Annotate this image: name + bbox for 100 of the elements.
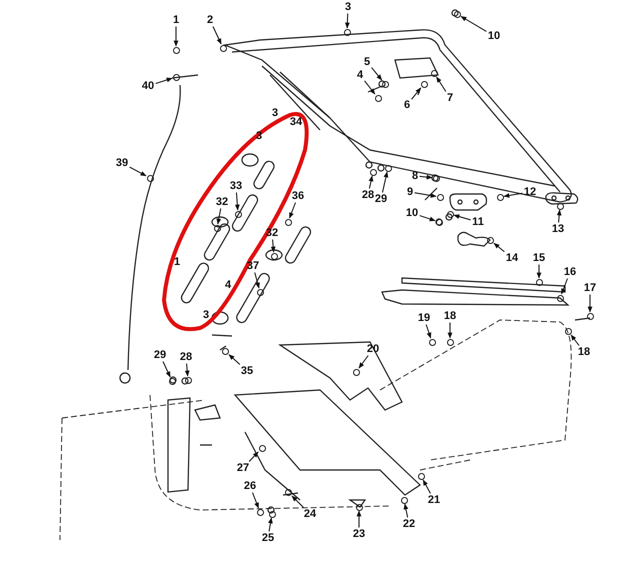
washer-part: [384, 164, 392, 172]
leader-line: [252, 492, 259, 509]
washer-part: [436, 218, 442, 226]
washer-part: [418, 472, 424, 480]
washer-part: [172, 74, 180, 80]
washer-part: [352, 368, 360, 376]
leader-line: [358, 355, 369, 368]
callout-number: 36: [290, 190, 306, 202]
leader-line: [494, 242, 505, 252]
callout-number: 29: [374, 193, 388, 205]
leader-line: [129, 166, 147, 176]
washer-part: [400, 496, 408, 504]
callout-number: 1: [172, 256, 182, 268]
washer-part: [586, 312, 594, 320]
washer-part: [454, 10, 460, 18]
leader-line: [216, 208, 222, 225]
washer-part: [430, 70, 438, 76]
callout-number: 10: [404, 207, 420, 219]
leader-line: [536, 264, 542, 279]
washer-part: [184, 376, 192, 384]
callout-number: 33: [228, 180, 244, 192]
leader-line: [588, 294, 592, 313]
washer-part: [284, 218, 292, 226]
washer-part: [146, 174, 154, 182]
leader-line: [212, 26, 222, 45]
callout-number: 6: [402, 99, 412, 111]
washer-part: [258, 444, 266, 452]
callout-number: 17: [582, 282, 598, 294]
washer-part: [446, 210, 454, 218]
callout-number: 3: [202, 309, 210, 321]
leader-line: [234, 192, 240, 211]
washer-part: [234, 210, 242, 218]
leader-line: [155, 78, 173, 84]
callout-number: 19: [416, 312, 432, 324]
washer-part: [214, 224, 220, 232]
callout-number: 32: [214, 196, 230, 208]
callout-number: 21: [426, 494, 442, 506]
callout-number: 27: [236, 462, 250, 474]
leader-line: [368, 175, 374, 189]
callout-number: 24: [302, 508, 318, 520]
callout-number: 22: [402, 518, 416, 530]
washer-part: [222, 348, 228, 354]
callout-number: 11: [471, 216, 485, 228]
washer-part: [344, 28, 350, 36]
leader-line: [248, 452, 259, 462]
washer-part: [556, 294, 564, 302]
callout-number: 28: [178, 351, 194, 363]
washer-part: [168, 378, 176, 384]
leader-line: [448, 322, 452, 339]
washer-part: [256, 288, 264, 296]
callout-number: 16: [562, 266, 578, 278]
callout-number: 34: [288, 116, 304, 128]
leader-line: [344, 13, 350, 29]
callout-number: 12: [522, 186, 538, 198]
leader-line: [503, 192, 523, 198]
leader-line: [460, 16, 487, 32]
callout-number: 25: [260, 532, 276, 544]
leader-line: [382, 171, 388, 193]
washer-part: [420, 80, 428, 88]
leader-line: [411, 88, 422, 100]
washer-part: [284, 488, 292, 496]
callout-number: 18: [576, 346, 592, 358]
leader-line: [270, 239, 276, 253]
washer-part: [486, 236, 494, 244]
callout-number: 35: [240, 365, 254, 377]
leader-line: [556, 209, 562, 223]
leader-line: [289, 202, 296, 219]
washer-part: [270, 252, 278, 260]
callout-number: 39: [114, 157, 130, 169]
washer-part: [446, 338, 454, 346]
washer-part: [556, 202, 564, 210]
leader-line: [419, 174, 433, 180]
leader-line: [570, 334, 580, 346]
leader-line: [371, 67, 382, 80]
leader-line: [268, 517, 273, 532]
callout-number: 1: [172, 14, 180, 26]
callout-number: 29: [152, 349, 168, 361]
washer-part: [496, 194, 504, 200]
leader-line: [364, 80, 376, 94]
callout-number: 3: [344, 1, 352, 13]
callout-number: 15: [532, 252, 546, 264]
callout-number: 4: [356, 69, 364, 81]
callout-number: 40: [140, 80, 156, 92]
leader-line: [422, 479, 431, 494]
callout-number: 13: [550, 223, 566, 235]
leader-line: [561, 278, 568, 295]
leader-line: [419, 215, 436, 222]
washer-part: [268, 510, 276, 518]
callout-number: 2: [206, 14, 214, 26]
washer-part: [220, 44, 226, 52]
leader-line: [453, 214, 472, 220]
washer-part: [564, 328, 572, 334]
leader-line: [174, 26, 178, 47]
callout-number: 5: [362, 56, 372, 68]
leader-line: [184, 363, 190, 377]
leader-line: [404, 503, 408, 518]
leader-line: [228, 354, 240, 365]
callout-number: 8: [410, 170, 420, 182]
callout-number: 26: [242, 480, 258, 492]
washer-part: [382, 80, 388, 88]
